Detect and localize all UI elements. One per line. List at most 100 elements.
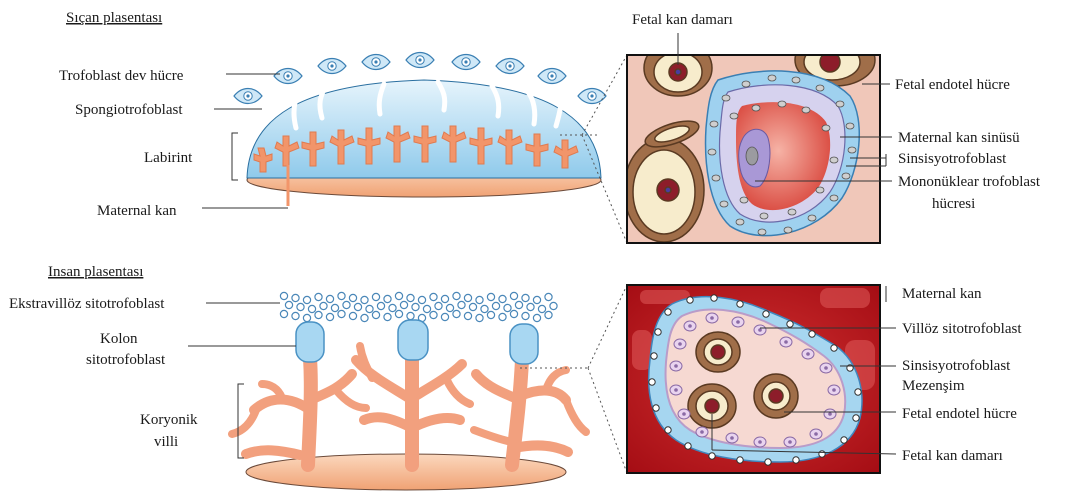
syncytio-nucleus	[651, 353, 657, 359]
extravillous-cell	[476, 314, 483, 321]
syncytio-nucleus	[665, 427, 671, 433]
nucleus	[802, 107, 810, 113]
extravillous-cell	[533, 314, 540, 321]
extravillous-cell	[326, 295, 333, 302]
label-column-1: Kolon	[100, 331, 138, 347]
label-spongiotrophoblast: Spongiotrofoblast	[75, 102, 183, 118]
syncytio-nucleus	[819, 451, 825, 457]
nucleus	[830, 157, 838, 163]
extravillous-cell	[361, 296, 368, 303]
syncytio-nucleus	[831, 345, 837, 351]
extravillous-cell	[435, 302, 442, 309]
label-extravillous: Ekstravillöz sitotrofoblast	[9, 296, 165, 312]
extravillous-cell	[464, 294, 471, 301]
label-syncytio-human: Sinsisyotrofoblast	[902, 358, 1011, 374]
extravillous-cell	[326, 313, 333, 320]
extravillous-cell	[384, 313, 391, 320]
extravillous-cell	[331, 304, 338, 311]
label-fetal-endothelial-rat: Fetal endotel hücre	[895, 77, 1010, 93]
giant-cell	[578, 89, 606, 104]
nucleus	[730, 113, 738, 119]
label-mesenchyme: Mezenşim	[902, 378, 965, 394]
giant-cell	[318, 59, 346, 74]
label-chorionic-1: Koryonik	[140, 412, 198, 428]
extravillous-cell	[338, 292, 345, 299]
extravillous-cell	[372, 293, 379, 300]
extravillous-cell	[538, 305, 545, 312]
extravillous-cell	[453, 292, 460, 299]
label-maternal-sinus: Maternal kan sinüsü	[898, 130, 1020, 146]
nucleus	[708, 149, 716, 155]
label-syncytio-rat: Sinsisyotrofoblast	[898, 151, 1007, 167]
extravillous-cell	[315, 293, 322, 300]
syncytio-nucleus	[653, 405, 659, 411]
nucleus	[736, 219, 744, 225]
giant-cell	[234, 89, 262, 104]
nucleus	[758, 229, 766, 235]
extravillous-cell	[395, 292, 402, 299]
extravillous-cell	[492, 302, 499, 309]
extravillous-cell	[441, 295, 448, 302]
nucleus	[846, 123, 854, 129]
extravillous-cell	[476, 296, 483, 303]
extravillous-cells	[280, 292, 557, 321]
extravillous-cell	[464, 312, 471, 319]
extravillous-cell	[458, 301, 465, 308]
extravillous-cell	[533, 296, 540, 303]
extravillous-cell	[361, 314, 368, 321]
extravillous-cell	[510, 292, 517, 299]
cell-columns	[296, 320, 538, 364]
extravillous-cell	[349, 312, 356, 319]
extravillous-cell	[545, 293, 552, 300]
syncytio-nucleus	[685, 443, 691, 449]
nucleus	[710, 121, 718, 127]
extravillous-cell	[430, 293, 437, 300]
nucleus	[830, 195, 838, 201]
syncytio-nucleus	[649, 379, 655, 385]
extravillous-cell	[377, 302, 384, 309]
extravillous-cell	[297, 303, 304, 310]
nucleus	[808, 215, 816, 221]
rat-placenta-drawing	[247, 80, 601, 206]
nucleus	[740, 197, 748, 203]
nucleus	[722, 95, 730, 101]
extravillous-cell	[550, 302, 557, 309]
label-mononuclear-1: Mononüklear trofoblast	[898, 174, 1041, 190]
extravillous-cell	[366, 305, 373, 312]
nucleus	[816, 85, 824, 91]
nucleus	[752, 105, 760, 111]
extravillous-cell	[280, 310, 287, 317]
extravillous-cell	[400, 301, 407, 308]
syncytio-nucleus	[655, 329, 661, 335]
nucleus	[822, 125, 830, 131]
human-leader-lines	[188, 303, 296, 346]
extravillous-cell	[522, 294, 529, 301]
extravillous-cell	[499, 295, 506, 302]
extravillous-cell	[303, 296, 310, 303]
extravillous-cell	[527, 303, 534, 310]
extravillous-cell	[292, 294, 299, 301]
giant-cell	[496, 59, 524, 74]
rat-detail-view	[624, 34, 880, 243]
label-fetal-vessel-human: Fetal kan damarı	[902, 448, 1003, 464]
syncytio-nucleus	[763, 311, 769, 317]
extravillous-cell	[407, 294, 414, 301]
syncytio-nucleus	[841, 437, 847, 443]
extravillous-cell	[423, 305, 430, 312]
nucleus	[760, 213, 768, 219]
label-mononuclear-2: hücresi	[932, 196, 975, 212]
extravillous-cell	[487, 293, 494, 300]
label-maternal-blood-human: Maternal kan	[902, 286, 982, 302]
giant-cell	[406, 53, 434, 68]
label-villous-cyto: Villöz sitotrofoblast	[902, 321, 1022, 337]
syncytio-nucleus	[809, 331, 815, 337]
syncytio-nucleus	[853, 415, 859, 421]
extravillous-cell	[338, 310, 345, 317]
label-maternal-blood-rat: Maternal kan	[97, 203, 177, 219]
extravillous-cell	[389, 304, 396, 311]
extravillous-cell	[469, 303, 476, 310]
villi-bracket	[238, 384, 244, 458]
nucleus	[816, 187, 824, 193]
syncytio-nucleus	[855, 389, 861, 395]
